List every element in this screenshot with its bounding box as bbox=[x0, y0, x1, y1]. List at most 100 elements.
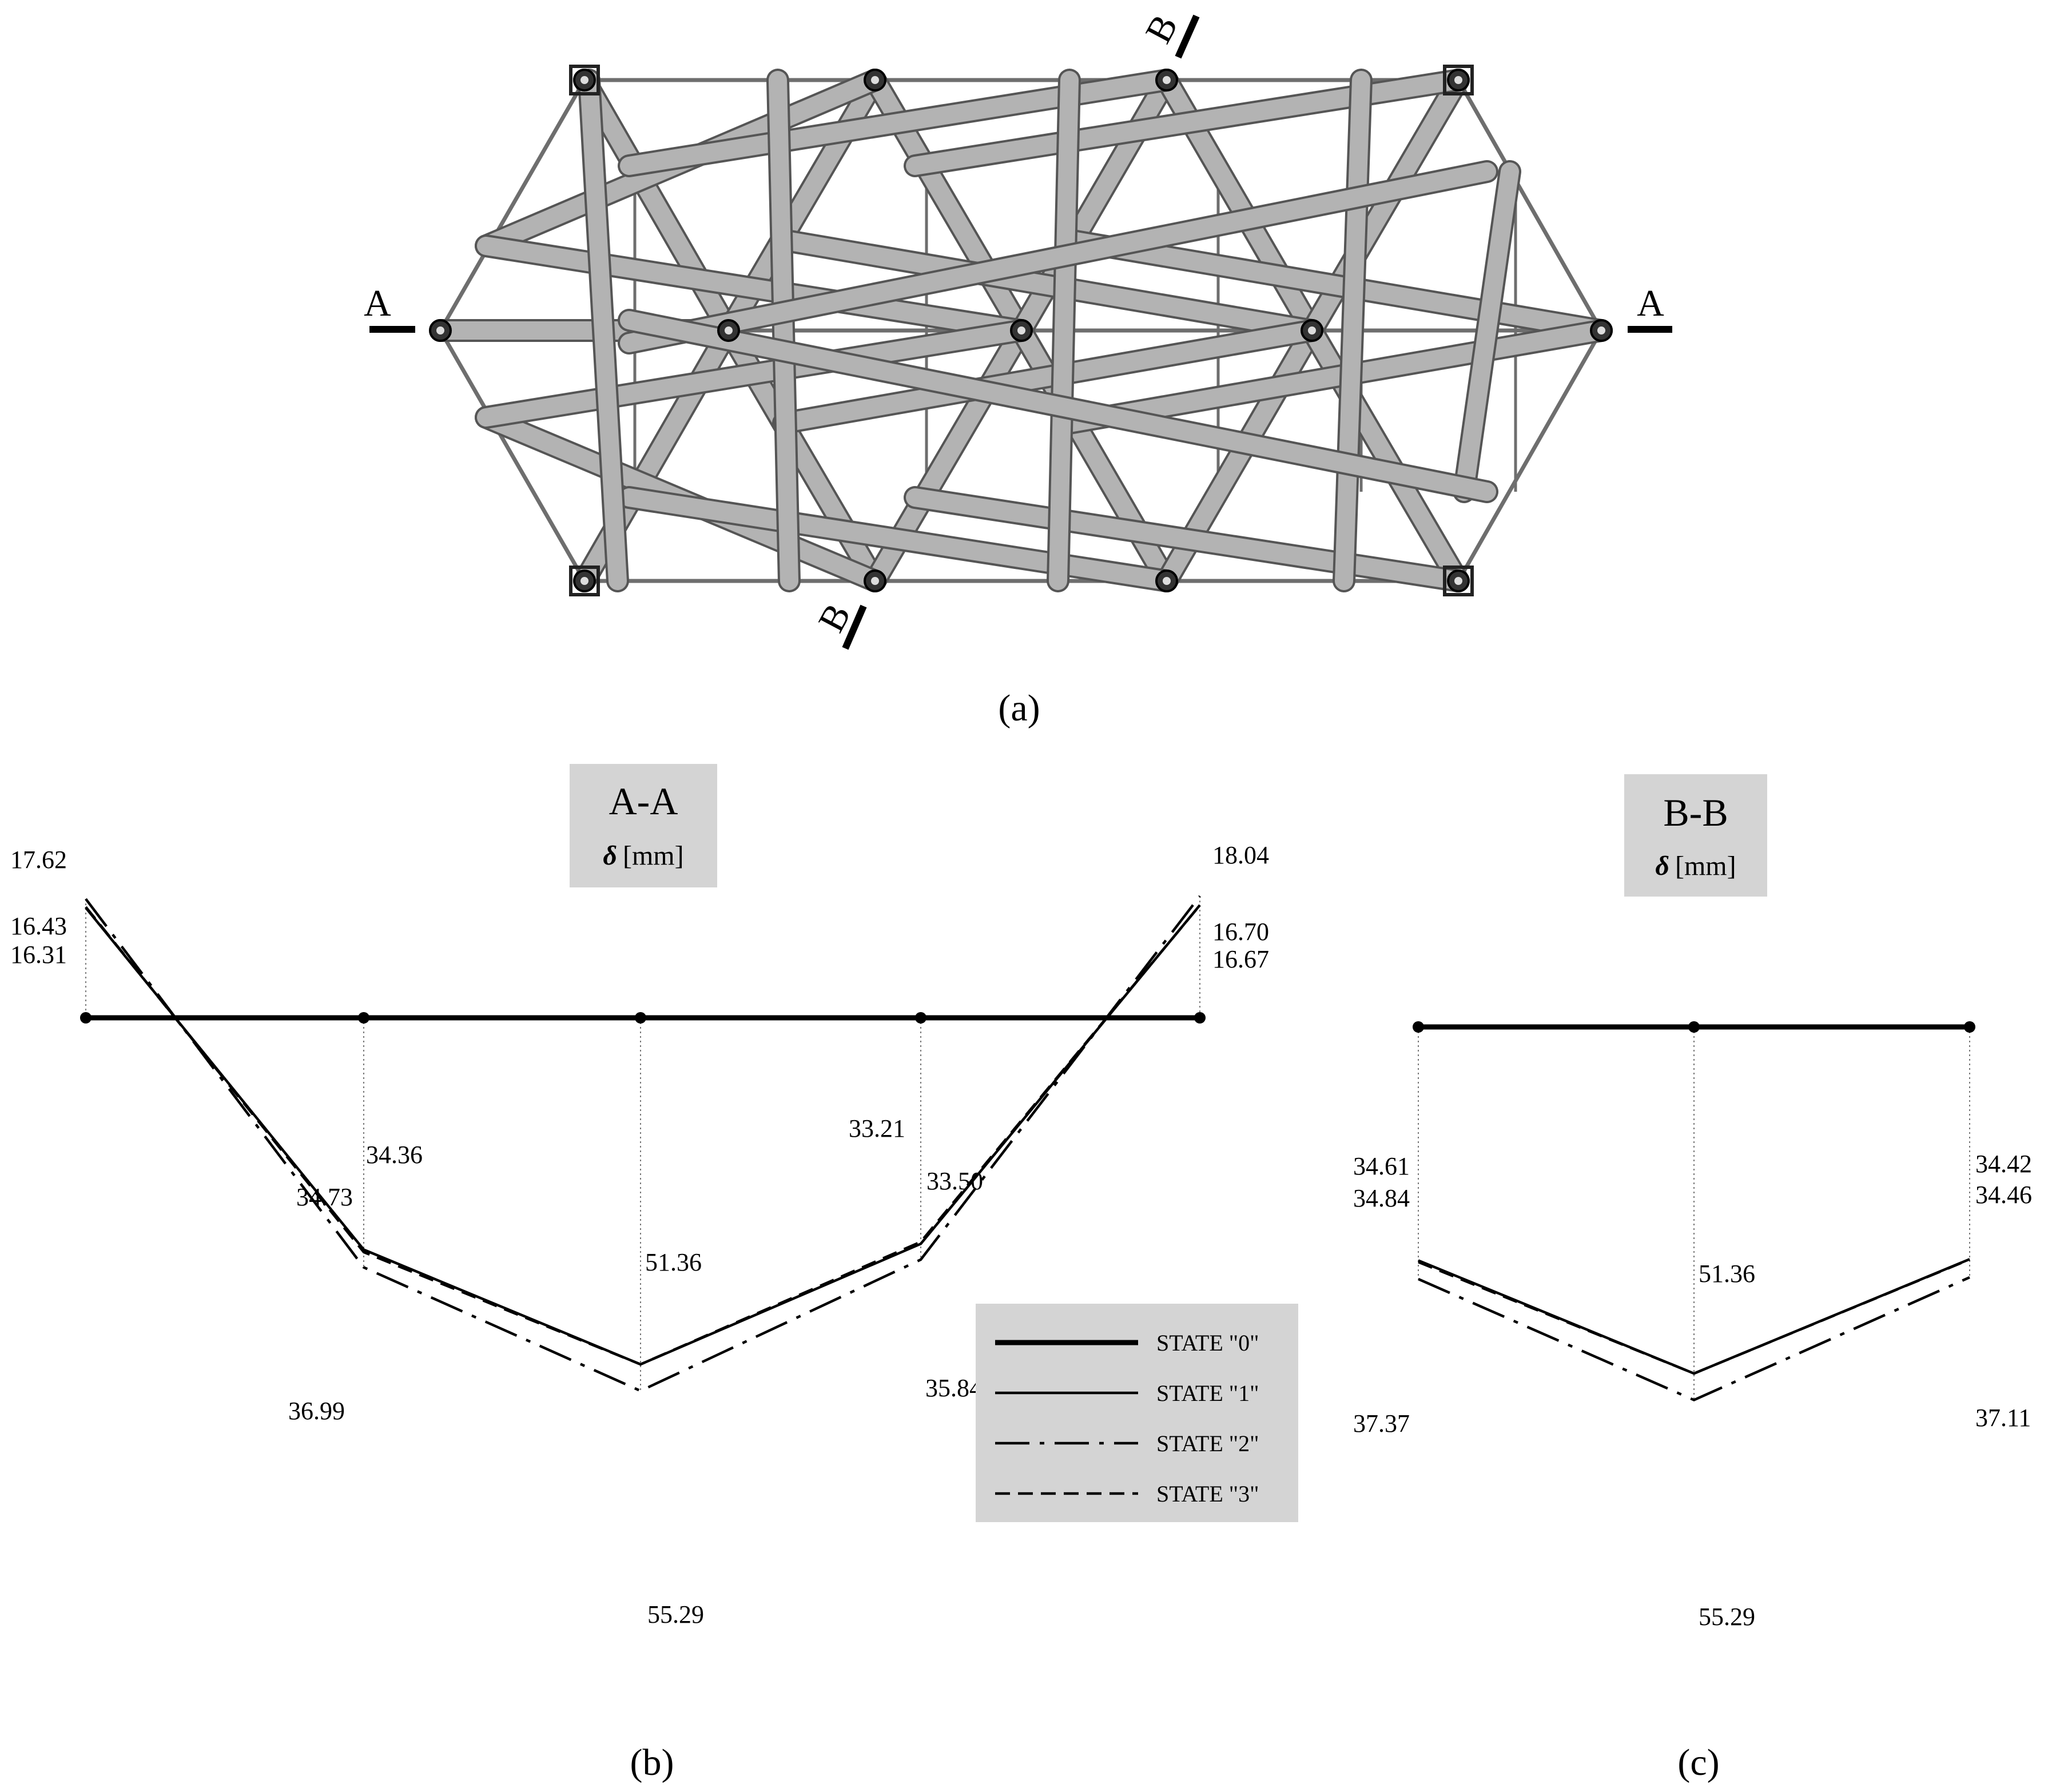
truss-support bbox=[569, 65, 600, 95]
data-label: 34.73 bbox=[296, 1183, 353, 1211]
data-label: 33.21 bbox=[849, 1114, 905, 1142]
chart-a-a-title-box bbox=[570, 764, 717, 887]
truss-member bbox=[1049, 71, 1079, 590]
data-label: 16.31 bbox=[10, 941, 67, 969]
data-label: 34.84 bbox=[1353, 1184, 1410, 1212]
legend-label-1: STATE "1" bbox=[1156, 1380, 1259, 1406]
section-mark-a-right: A bbox=[1637, 282, 1664, 324]
legend-label-0: STATE "0" bbox=[1156, 1330, 1259, 1356]
series-line-2 bbox=[85, 895, 1201, 1392]
caption-a: (a) bbox=[998, 687, 1040, 729]
truss-member bbox=[620, 162, 1496, 352]
truss-tie bbox=[1456, 79, 1604, 332]
data-label: 16.70 bbox=[1212, 918, 1269, 946]
chart-b-b-ylabel-unit: [mm] bbox=[1675, 851, 1736, 881]
truss-member bbox=[774, 231, 1321, 340]
support-node bbox=[1194, 1012, 1206, 1024]
truss-member bbox=[769, 71, 798, 590]
truss-support bbox=[1443, 65, 1474, 95]
legend-items: STATE "0" STATE "1" STATE "2" STATE "3" bbox=[995, 1330, 1259, 1507]
truss-member bbox=[620, 311, 1496, 501]
chart-a-a-unit-label: δ[mm] bbox=[603, 841, 683, 871]
series-line-2 bbox=[1418, 1276, 1970, 1401]
truss-member bbox=[580, 71, 627, 590]
caption-b: (b) bbox=[630, 1742, 674, 1783]
data-label: 51.36 bbox=[1699, 1260, 1755, 1288]
data-label: 55.29 bbox=[647, 1600, 704, 1628]
data-label: 36.99 bbox=[288, 1397, 345, 1425]
truss-tie bbox=[438, 329, 587, 582]
truss-member bbox=[477, 237, 1031, 340]
truss-member bbox=[1455, 162, 1519, 501]
truss-member bbox=[1335, 71, 1370, 590]
section-mark-b-top: B bbox=[1138, 8, 1186, 50]
chart-a-a-title: A-A bbox=[609, 779, 678, 823]
truss-node-core bbox=[436, 326, 444, 334]
data-label: 34.61 bbox=[1353, 1152, 1410, 1180]
series-line-3 bbox=[1418, 1258, 1970, 1375]
support-node bbox=[358, 1012, 369, 1024]
truss-node-core bbox=[1308, 326, 1316, 334]
data-label: 16.67 bbox=[1212, 945, 1269, 973]
data-label: 51.36 bbox=[645, 1248, 702, 1276]
data-label: 37.37 bbox=[1353, 1409, 1410, 1437]
data-label: 34.46 bbox=[1975, 1181, 2032, 1209]
series-line-1 bbox=[85, 904, 1201, 1366]
truss-node-core bbox=[725, 326, 733, 334]
data-label: 16.43 bbox=[10, 912, 67, 940]
chart-a-a-plot: 17.6216.4316.3134.3634.7351.3633.2133.50… bbox=[10, 841, 1269, 1628]
truss-member bbox=[906, 488, 1468, 590]
legend: STATE "0" STATE "1" STATE "2" STATE "3" bbox=[976, 1304, 1298, 1522]
section-cut-b-top bbox=[1175, 14, 1200, 59]
truss-node-core bbox=[1163, 76, 1171, 84]
truss-node-core bbox=[1017, 326, 1025, 334]
truss-member bbox=[1060, 321, 1610, 432]
data-label: 35.84 bbox=[925, 1374, 982, 1402]
support-node bbox=[635, 1012, 646, 1024]
chart-b-b-unit-label: δ[mm] bbox=[1655, 851, 1736, 881]
chart-a-a-ylabel-unit: [mm] bbox=[623, 841, 684, 871]
truss-support bbox=[1443, 566, 1474, 596]
data-label: 37.11 bbox=[1975, 1404, 2031, 1432]
truss-member bbox=[620, 488, 1176, 590]
data-label: 18.04 bbox=[1212, 841, 1269, 869]
support-node bbox=[1964, 1021, 1975, 1033]
truss-support bbox=[569, 566, 600, 596]
section-cut-b-bottom bbox=[842, 604, 867, 650]
truss-tie bbox=[1456, 329, 1604, 582]
section-mark-a-left: A bbox=[364, 282, 391, 324]
support-node bbox=[1688, 1021, 1700, 1033]
series-line-3 bbox=[85, 904, 1201, 1366]
data-label: 34.42 bbox=[1975, 1150, 2032, 1178]
legend-label-3: STATE "3" bbox=[1156, 1481, 1259, 1507]
chart-b-b-title: B-B bbox=[1663, 791, 1728, 834]
support-node bbox=[915, 1012, 926, 1024]
truss-node-core bbox=[1454, 577, 1462, 585]
support-node bbox=[80, 1012, 92, 1024]
legend-label-2: STATE "2" bbox=[1156, 1431, 1259, 1456]
chart-b-b: B-B δ[mm] 34.61 34.84 51.36 34.42 34.46 37.37… bbox=[1353, 774, 2032, 1631]
support-node bbox=[1413, 1021, 1424, 1033]
truss-member bbox=[620, 71, 1176, 175]
truss-node-core bbox=[1454, 76, 1462, 84]
chart-b-b-ylabel-symbol: δ bbox=[1655, 851, 1669, 881]
truss-member bbox=[477, 321, 1031, 427]
data-label: 17.62 bbox=[10, 846, 67, 874]
data-label: 55.29 bbox=[1699, 1603, 1755, 1631]
chart-b-b-title-box bbox=[1624, 774, 1767, 897]
caption-c: (c) bbox=[1677, 1742, 1719, 1783]
truss-tie bbox=[438, 79, 587, 332]
chart-a-a-ylabel-symbol: δ bbox=[603, 841, 617, 871]
truss-node-core bbox=[580, 577, 588, 585]
chart-b-b-plot: 34.61 34.84 51.36 34.42 34.46 37.37 55.29 37.11 bbox=[1353, 1021, 2032, 1631]
truss-member bbox=[774, 321, 1321, 432]
truss-plan-view bbox=[429, 65, 1613, 596]
truss-node-core bbox=[1163, 577, 1171, 585]
truss-node-core bbox=[871, 76, 879, 84]
data-label: 34.36 bbox=[366, 1141, 423, 1169]
truss-node-core bbox=[1597, 326, 1605, 334]
truss-member bbox=[1060, 231, 1610, 340]
truss-node-core bbox=[871, 577, 879, 585]
